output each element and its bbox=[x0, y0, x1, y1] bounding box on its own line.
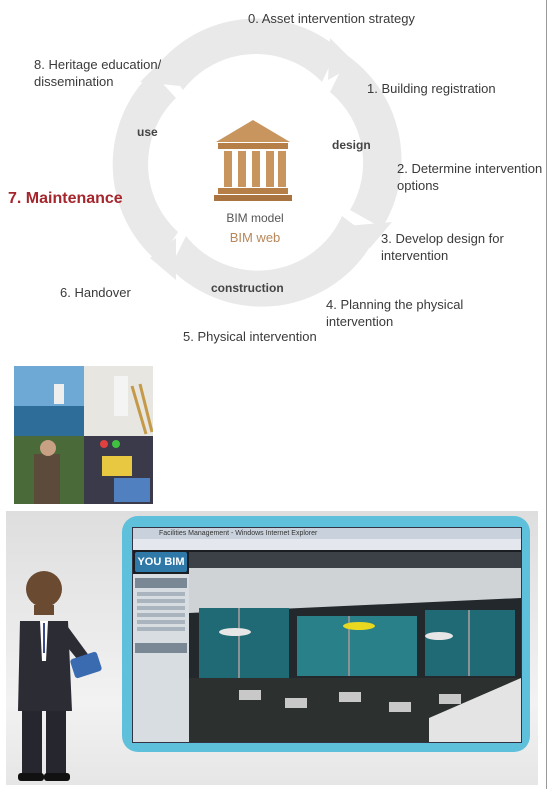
step-3: 3. Develop design for intervention bbox=[381, 231, 504, 263]
presenter-figure bbox=[18, 571, 102, 781]
step-4: 4. Planning the physical intervention bbox=[326, 297, 464, 329]
app-toolbar[interactable] bbox=[189, 552, 521, 568]
youbim-scene: Facilities Management - Windows Internet… bbox=[6, 511, 538, 785]
step-7-maintenance: 7. Maintenance bbox=[8, 190, 123, 207]
cycle-ring bbox=[112, 18, 402, 307]
step-8: 8. Heritage education/ dissemination bbox=[34, 57, 162, 89]
stage-construction: construction bbox=[211, 281, 284, 295]
app-window: Facilities Management - Windows Internet… bbox=[132, 527, 522, 743]
page-border bbox=[546, 0, 547, 789]
stage-use: use bbox=[137, 125, 158, 139]
step-0: 0. Asset intervention strategy bbox=[248, 11, 415, 26]
step-5: 5. Physical intervention bbox=[183, 329, 317, 344]
step-6: 6. Handover bbox=[60, 285, 131, 300]
window-title: Facilities Management - Windows Internet… bbox=[133, 528, 521, 539]
youbim-logo: YOU BIM bbox=[135, 552, 187, 572]
step-1: 1. Building registration bbox=[367, 81, 496, 96]
stage-design: design bbox=[332, 138, 371, 152]
browser-toolbar bbox=[133, 539, 521, 550]
bim-building-icon bbox=[214, 120, 292, 201]
maintenance-photo-collage bbox=[14, 366, 153, 504]
3d-building-view bbox=[189, 568, 521, 742]
app-monitor: Facilities Management - Windows Internet… bbox=[122, 516, 530, 752]
left-panel bbox=[133, 574, 189, 742]
center-label-bim-web: BIM web bbox=[229, 230, 281, 245]
step-2: 2. Determine intervention options bbox=[397, 161, 543, 193]
center-label-bim-model: BIM model bbox=[226, 211, 284, 225]
